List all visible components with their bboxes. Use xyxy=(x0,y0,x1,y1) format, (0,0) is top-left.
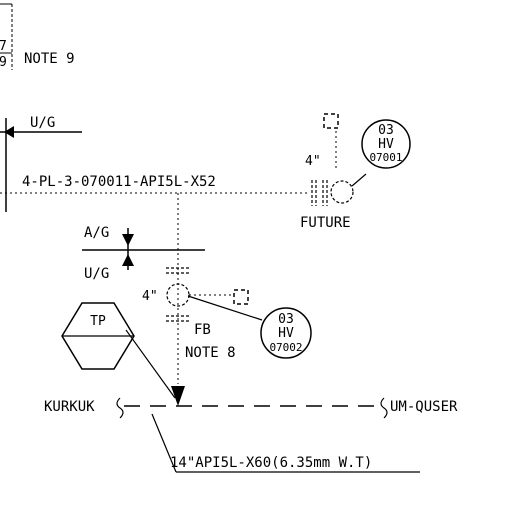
arrow-left-icon xyxy=(4,126,14,138)
arrow-up-icon xyxy=(122,254,134,266)
svg-text:HV: HV xyxy=(378,137,394,152)
main-line-tag: 4-PL-3-070011-API5L-X52 xyxy=(22,174,216,190)
note-8-label: NOTE 8 xyxy=(185,345,236,361)
ag-label: A/G xyxy=(84,225,109,241)
to-station-label: UM-QUSER xyxy=(390,399,458,415)
future-size-label: 4" xyxy=(305,154,321,169)
note-9-label: NOTE 9 xyxy=(24,51,75,67)
aboveground-marker: A/G U/G xyxy=(82,225,205,282)
ug-label-mid: U/G xyxy=(84,266,109,282)
svg-text:07002: 07002 xyxy=(269,341,302,354)
svg-text:07001: 07001 xyxy=(369,151,402,164)
trunk-pipeline: KURKUK UM-QUSER xyxy=(44,386,458,419)
future-valve-icon xyxy=(330,180,354,204)
future-label: FUTURE xyxy=(300,215,351,231)
svg-text:03: 03 xyxy=(278,312,294,327)
branch-valve: 4" FB NOTE 8 xyxy=(142,267,263,361)
svg-text:HV: HV xyxy=(278,326,294,341)
note-number-7: 7 xyxy=(0,39,7,54)
underground-marker-top: U/G xyxy=(0,115,82,212)
branch-size-label: 4" xyxy=(142,289,158,304)
instrument-hv-07002: 03 HV 07002 xyxy=(260,307,312,359)
note-9-box: 7 9 xyxy=(0,3,13,70)
fb-label: FB xyxy=(194,322,211,338)
trunk-spec: 14"API5L-X60(6.35mm W.T) xyxy=(151,413,420,473)
trunk-spec-label: 14"API5L-X60(6.35mm W.T) xyxy=(170,455,372,471)
branch-square-icon xyxy=(233,289,249,305)
svg-text:03: 03 xyxy=(378,123,394,138)
arrow-down-icon xyxy=(122,234,134,246)
tp-label: TP xyxy=(90,314,106,329)
arrow-down-trunk-icon xyxy=(171,386,185,406)
future-connection: 4" FUTURE xyxy=(300,113,367,231)
instrument-hv-07001: 03 HV 07001 xyxy=(361,119,411,169)
from-station-label: KURKUK xyxy=(44,399,95,415)
future-square-icon xyxy=(323,113,339,129)
note-number-9: 9 xyxy=(0,55,7,70)
ug-label-top: U/G xyxy=(30,115,55,131)
tp-marker: TP xyxy=(61,302,176,399)
